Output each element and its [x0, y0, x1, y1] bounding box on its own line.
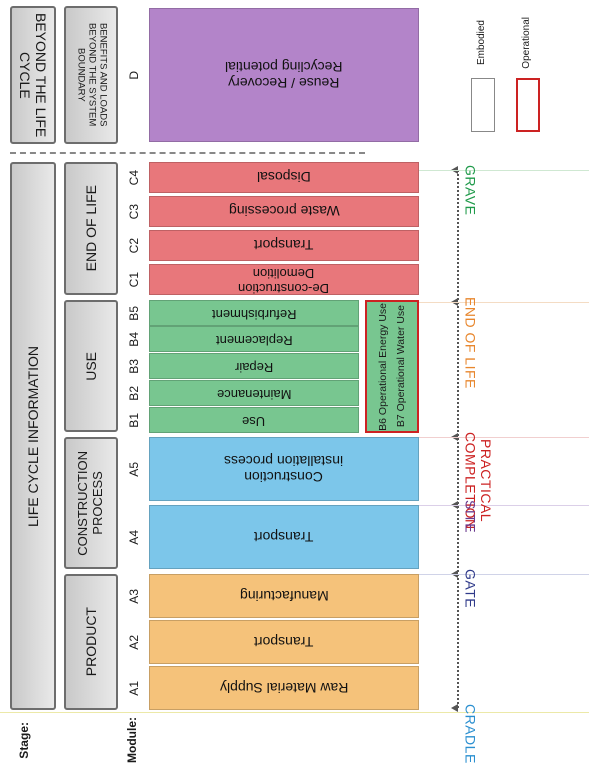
separator-dashed-line — [10, 152, 365, 154]
module-code-a4: A4 — [127, 529, 142, 545]
block-raw-material-supply: Raw Material Supply — [149, 666, 419, 710]
module-code-b3: B3 — [127, 358, 142, 374]
milestone-grave: GRAVE — [462, 165, 479, 216]
milestone-cradle: CRADLE — [462, 704, 479, 764]
legend-embodied-label: Embodied — [476, 20, 488, 66]
block-refurbishment: Refurbishment — [149, 300, 359, 326]
guide-line-grave — [419, 170, 589, 171]
block-transport-a2: Transport — [149, 620, 419, 664]
block-operational-energy-water: B6 Operational Energy Use B7 Operational… — [365, 300, 419, 433]
module-code-c3: C3 — [127, 203, 142, 220]
guide-line-gate — [419, 574, 589, 575]
module-code-c2: C2 — [127, 237, 142, 254]
legend-operational-swatch — [516, 78, 540, 132]
module-group-benefits-loads: BENEFITS AND LOADS BEYOND THE SYSTEM BOU… — [64, 6, 118, 144]
stage-beyond-life-cycle: BEYOND THE LIFE CYCLE — [10, 6, 56, 144]
module-code-d: D — [127, 70, 142, 80]
module-code-b4: B4 — [127, 331, 142, 347]
block-manufacturing: Manufacturing — [149, 574, 419, 618]
guide-line-end-of-life — [419, 302, 589, 303]
stage-construction-process: CONSTRUCTION PROCESS — [64, 437, 118, 569]
module-code-c4: C4 — [127, 169, 142, 186]
stage-use: USE — [64, 300, 118, 432]
timeline-axis — [457, 170, 459, 708]
module-code-a1: A1 — [127, 680, 142, 696]
guide-line-practical-completion — [419, 437, 589, 438]
block-transport-a4: Transport — [149, 505, 419, 569]
stage-end-of-life: END OF LIFE — [64, 162, 118, 295]
milestone-end-of-life: END OF LIFE — [462, 297, 479, 389]
block-waste-processing: Waste processing — [149, 196, 419, 227]
block-maintenance: Maintenance — [149, 380, 359, 406]
block-use: Use — [149, 407, 359, 433]
legend-operational-label: Operational — [521, 17, 533, 69]
milestone-gate: GATE — [462, 569, 479, 609]
block-repair: Repair — [149, 353, 359, 379]
block-transport-c2: Transport — [149, 230, 419, 261]
module-code-b2: B2 — [127, 385, 142, 401]
module-code-b1: B1 — [127, 412, 142, 428]
guide-line-cradle — [0, 712, 589, 713]
block-deconstruction-demolition: De-construction Demolition — [149, 264, 419, 295]
block-construction-installation: Construction installation process — [149, 437, 419, 501]
stage-row-label: Stage: — [17, 721, 32, 759]
module-code-c1: C1 — [127, 271, 142, 288]
life-cycle-information: LIFE CYCLE INFORMATION — [10, 162, 56, 710]
module-code-b5: B5 — [127, 305, 142, 321]
timeline-tick-cradle — [451, 704, 458, 712]
legend-embodied-swatch — [471, 78, 495, 132]
stage-product: PRODUCT — [64, 574, 118, 710]
module-row-label: Module: — [125, 717, 140, 763]
block-replacement: Replacement — [149, 326, 359, 352]
module-code-a3: A3 — [127, 588, 142, 604]
milestone-site: SITE — [462, 500, 479, 534]
block-reuse-recovery: Reuse / Recovery Recycling potential — [149, 8, 419, 142]
module-code-a5: A5 — [127, 461, 142, 477]
module-code-a2: A2 — [127, 634, 142, 650]
block-disposal: Disposal — [149, 162, 419, 193]
guide-line-site — [419, 505, 589, 506]
milestone-practical-completion: PRACTICAL COMPLETION — [462, 432, 494, 530]
